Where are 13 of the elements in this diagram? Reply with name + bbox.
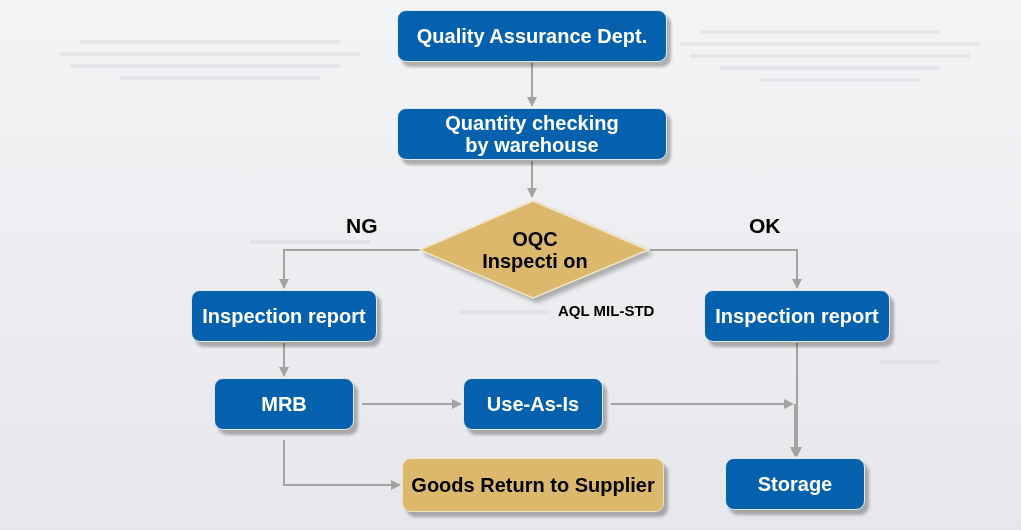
process-box: MRB bbox=[214, 378, 354, 430]
edge-label: OK bbox=[749, 214, 781, 238]
decision-diamond bbox=[418, 199, 652, 301]
outcome-box: Goods Return to Supplier bbox=[402, 458, 664, 512]
edge-label: NG bbox=[346, 214, 378, 238]
process-box: Storage bbox=[725, 458, 865, 510]
process-box: Inspection report bbox=[704, 290, 890, 342]
process-box: Inspection report bbox=[191, 290, 377, 342]
standard-note: AQL MIL-STD bbox=[558, 302, 655, 319]
process-box: Quantity checking by warehouse bbox=[397, 108, 667, 160]
process-box: Use-As-Is bbox=[463, 378, 603, 430]
decision-label: OQC Inspecti on bbox=[481, 228, 589, 272]
process-box: Quality Assurance Dept. bbox=[397, 10, 667, 62]
